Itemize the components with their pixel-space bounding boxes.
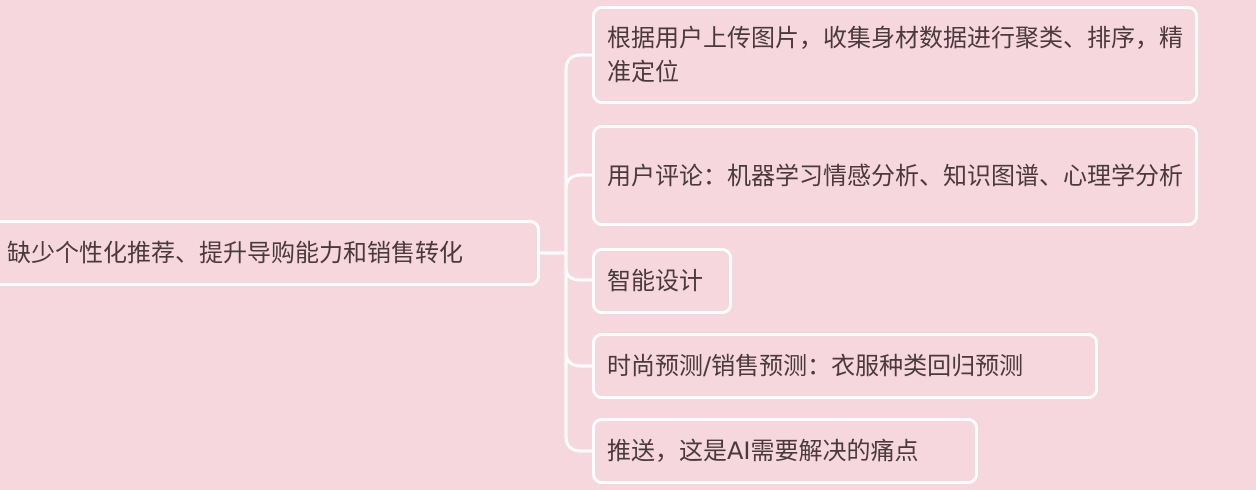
branch-node-fashion-forecast[interactable]: 时尚预测/销售预测：衣服种类回归预测 bbox=[592, 333, 1098, 399]
connector-branch-2 bbox=[564, 173, 594, 192]
root-node-label: 缺少个性化推荐、提升导购能力和销售转化 bbox=[7, 239, 463, 267]
branch-node-body-data[interactable]: 根据用户上传图片，收集身材数据进行聚类、排序，精准定位 bbox=[592, 6, 1198, 104]
connector-branch-3 bbox=[564, 251, 594, 282]
branch-node-label: 智能设计 bbox=[607, 267, 703, 295]
branch-node-smart-design[interactable]: 智能设计 bbox=[592, 248, 732, 314]
branch-node-label: 根据用户上传图片，收集身材数据进行聚类、排序，精准定位 bbox=[607, 24, 1183, 86]
branch-node-push[interactable]: 推送，这是AI需要解决的痛点 bbox=[592, 418, 978, 484]
branch-node-label: 推送，这是AI需要解决的痛点 bbox=[607, 437, 919, 465]
root-node[interactable]: 缺少个性化推荐、提升导购能力和销售转化 bbox=[0, 220, 540, 286]
branch-node-label: 时尚预测/销售预测：衣服种类回归预测 bbox=[607, 352, 1024, 380]
connector-branch-1 bbox=[564, 53, 594, 255]
connector-branch-4 bbox=[564, 266, 594, 368]
branch-node-label: 用户评论：机器学习情感分析、知识图谱、心理学分析 bbox=[607, 161, 1183, 190]
branch-node-user-comments[interactable]: 用户评论：机器学习情感分析、知识图谱、心理学分析 bbox=[592, 125, 1198, 226]
connector-branch-5 bbox=[564, 350, 594, 453]
